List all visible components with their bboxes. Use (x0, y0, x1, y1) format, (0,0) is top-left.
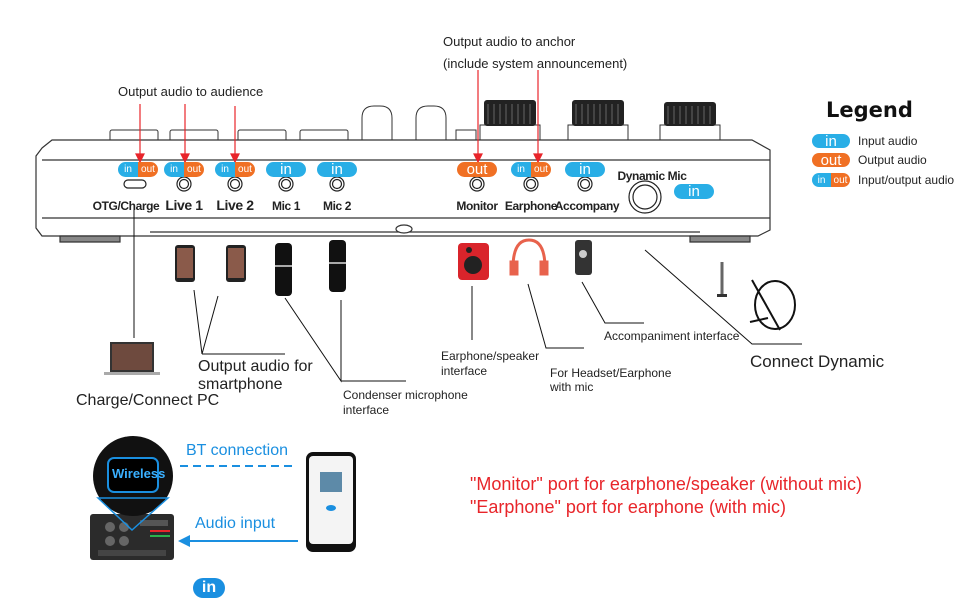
accompaniment-device-image (575, 240, 592, 275)
badge-dynamic-in: in (674, 184, 714, 199)
port-label-earphone: Earphone (504, 199, 558, 213)
callout-condenser-line1: Condenser microphone (343, 388, 468, 402)
wireless-label: Wireless (112, 466, 166, 481)
badge-accompany-in: in (565, 162, 605, 177)
callout-headset-line2: with mic (550, 380, 594, 394)
wireless-mixer-image (90, 436, 174, 560)
badge-out-part: out (235, 162, 255, 177)
port-label-live2: Live 2 (216, 197, 254, 213)
legend-label: Input audio (858, 134, 918, 148)
mic-stand-image (717, 262, 727, 297)
knurled-knobs (484, 100, 716, 126)
port-label-mic2: Mic 2 (322, 199, 352, 213)
port-label-dynamic-mic: Dynamic Mic (617, 169, 687, 183)
dynamic-mic-image (749, 279, 796, 331)
bt-in-badge: in (193, 578, 225, 598)
legend-item-input: in Input audio (812, 134, 917, 148)
laptop-image (104, 342, 160, 375)
badge-in-part: in (215, 162, 235, 177)
badge-out-part: out (184, 162, 204, 177)
legend-label: Output audio (858, 153, 927, 167)
smartphone-image-1 (175, 245, 195, 282)
port-sockets (123, 176, 662, 214)
badge-in-part: in (812, 173, 831, 187)
red-arrows (135, 70, 543, 164)
smartphone-image-2 (226, 245, 246, 282)
speaker-image (458, 243, 489, 280)
callout-smartphone-line2: smartphone (198, 376, 283, 393)
badge-monitor-out: out (457, 162, 497, 177)
anchor-annotation-line2: (include system announcement) (443, 56, 628, 71)
condenser-mic-image-1 (275, 243, 292, 296)
legend-label: Input/output audio (858, 173, 955, 187)
badge-out-part: out (531, 162, 551, 177)
port-label-live1: Live 1 (165, 197, 203, 213)
bt-connection-label: BT connection (186, 442, 288, 459)
callout-speaker-line1: Earphone/speaker (441, 349, 540, 363)
badge-mic1-in: in (266, 162, 306, 177)
port-label-monitor: Monitor (456, 199, 498, 213)
callout-condenser-line2: interface (343, 403, 390, 417)
phone-app-image (306, 452, 356, 552)
legend-badge-out: out (812, 153, 850, 167)
legend-item-output: out Output audio (812, 153, 927, 167)
headphones-image (509, 238, 549, 276)
callout-pc: Charge/Connect PC (76, 392, 220, 409)
port-label-mic1: Mic 1 (271, 199, 301, 213)
legend-title: Legend (826, 98, 913, 122)
badge-in-part: in (164, 162, 184, 177)
leader-lines (133, 205, 802, 383)
callout-accompaniment: Accompaniment interface (604, 329, 740, 343)
callout-dynamic: Connect Dynamic (750, 352, 885, 371)
condenser-mic-image-2 (329, 240, 346, 292)
anchor-annotation-line1: Output audio to anchor (443, 34, 576, 49)
audio-input-label: Audio input (195, 515, 276, 532)
badge-in-part: in (118, 162, 138, 177)
callout-speaker-line2: interface (441, 364, 488, 378)
port-label-accompany: Accompany (554, 199, 620, 213)
badge-in-part: in (511, 162, 531, 177)
legend-badge-in: in (812, 134, 850, 148)
badge-out-part: out (831, 173, 850, 187)
audio-input-arrow (178, 535, 298, 547)
callout-headset-line1: For Headset/Earphone (550, 366, 672, 380)
port-label-otg: OTG/Charge (92, 199, 160, 213)
callout-smartphone-line1: Output audio for (198, 358, 313, 375)
note-earphone: "Earphone" port for earphone (with mic) (470, 497, 786, 517)
audience-annotation: Output audio to audience (118, 84, 264, 99)
note-monitor: "Monitor" port for earphone/speaker (wit… (470, 474, 862, 494)
badge-out-part: out (138, 162, 158, 177)
badge-mic2-in: in (317, 162, 357, 177)
device-top-controls (109, 105, 721, 143)
